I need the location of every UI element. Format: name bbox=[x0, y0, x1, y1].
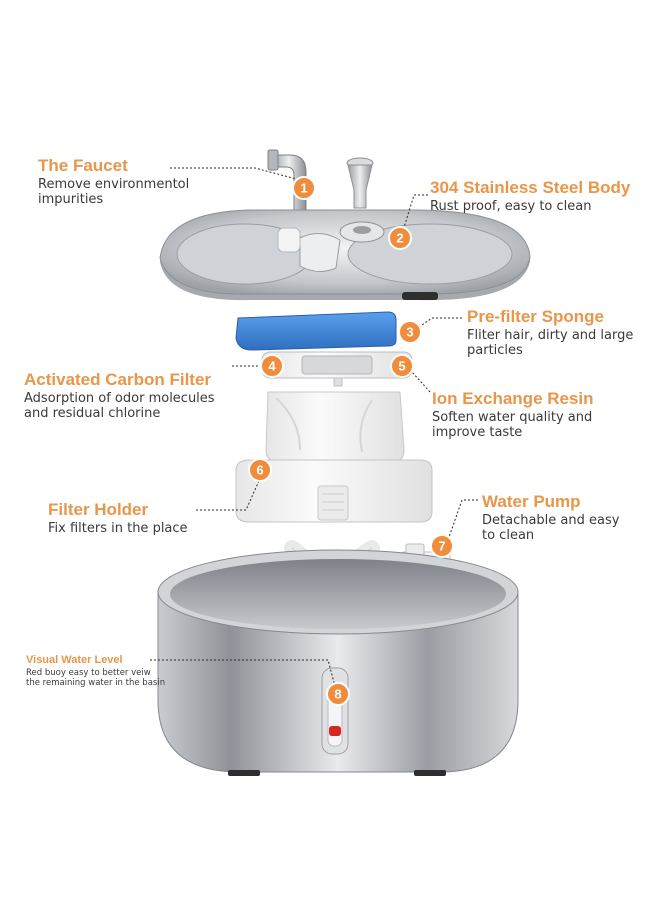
badge-number: 1 bbox=[300, 181, 307, 196]
badge-circle bbox=[260, 354, 284, 378]
label-pump-title: Water Pump bbox=[482, 492, 581, 511]
label-sponge-title: Pre-filter Sponge bbox=[467, 307, 604, 326]
badge-6: 6 bbox=[248, 458, 272, 482]
badge-number: 3 bbox=[406, 325, 413, 340]
red-buoy bbox=[329, 726, 341, 736]
badge-4: 4 bbox=[260, 354, 284, 378]
badge-8: 8 bbox=[326, 682, 350, 706]
badge-number: 2 bbox=[396, 231, 403, 246]
label-sponge-desc: Fliter hair, dirty and large particles bbox=[467, 328, 634, 358]
label-pump-desc: Detachable and easy to clean bbox=[482, 513, 620, 543]
badge-number: 7 bbox=[438, 539, 445, 554]
badge-2: 2 bbox=[388, 226, 412, 250]
label-carbon-title: Activated Carbon Filter bbox=[24, 370, 212, 389]
label-steel-body: 304 Stainless Steel Body Rust proof, eas… bbox=[430, 178, 630, 214]
label-holder-desc: Fix filters in the place bbox=[48, 521, 188, 536]
steel-top-body bbox=[159, 209, 531, 301]
badge-circle bbox=[388, 226, 412, 250]
badge-circle bbox=[248, 458, 272, 482]
badge-1: 1 bbox=[292, 176, 316, 200]
badge-5: 5 bbox=[390, 354, 414, 378]
label-steel-body-title: 304 Stainless Steel Body bbox=[430, 178, 631, 197]
label-faucet-desc: Remove environmentol impurities bbox=[38, 177, 190, 207]
badge-circle bbox=[292, 176, 316, 200]
part-badges: 1 2 3 4 5 6 7 8 bbox=[248, 176, 454, 706]
label-holder: Filter Holder Fix filters in the place bbox=[48, 500, 188, 536]
badge-circle bbox=[398, 320, 422, 344]
filter-holder-part bbox=[235, 459, 433, 523]
badge-circle bbox=[326, 682, 350, 706]
water-level-window bbox=[321, 667, 349, 755]
steel-basin-part bbox=[157, 549, 519, 776]
label-water-level-title: Visual Water Level bbox=[26, 654, 123, 666]
badge-7: 7 bbox=[430, 534, 454, 558]
badge-circle bbox=[430, 534, 454, 558]
prefilter-sponge-part bbox=[235, 311, 397, 351]
badge-3: 3 bbox=[398, 320, 422, 344]
label-carbon: Activated Carbon Filter Adsorption of od… bbox=[24, 370, 215, 421]
label-water-level: Visual Water Level Red buoy easy to bett… bbox=[26, 654, 165, 688]
badge-number: 4 bbox=[268, 359, 276, 374]
label-faucet-title: The Faucet bbox=[38, 156, 128, 175]
label-resin-desc: Soften water quality and improve taste bbox=[432, 410, 593, 440]
nozzle-part bbox=[346, 157, 374, 209]
filter-housing-part bbox=[265, 391, 405, 463]
label-pump: Water Pump Detachable and easy to clean bbox=[482, 492, 619, 543]
label-steel-body-desc: Rust proof, easy to clean bbox=[430, 199, 592, 214]
label-resin-title: Ion Exchange Resin bbox=[432, 389, 594, 408]
badge-circle bbox=[390, 354, 414, 378]
label-carbon-desc: Adsorption of odor molecules and residua… bbox=[24, 391, 215, 421]
label-faucet: The Faucet Remove environmentol impuriti… bbox=[38, 156, 189, 207]
badge-number: 8 bbox=[334, 687, 341, 702]
badge-number: 5 bbox=[398, 359, 405, 374]
label-holder-title: Filter Holder bbox=[48, 500, 149, 519]
label-water-level-desc: Red buoy easy to better veiw the remaini… bbox=[26, 668, 166, 688]
label-resin: Ion Exchange Resin Soften water quality … bbox=[432, 389, 594, 440]
badge-number: 6 bbox=[256, 463, 263, 478]
leader-lines bbox=[150, 167, 478, 691]
label-sponge: Pre-filter Sponge Fliter hair, dirty and… bbox=[467, 307, 633, 358]
carbon-resin-filter-part bbox=[261, 351, 413, 387]
